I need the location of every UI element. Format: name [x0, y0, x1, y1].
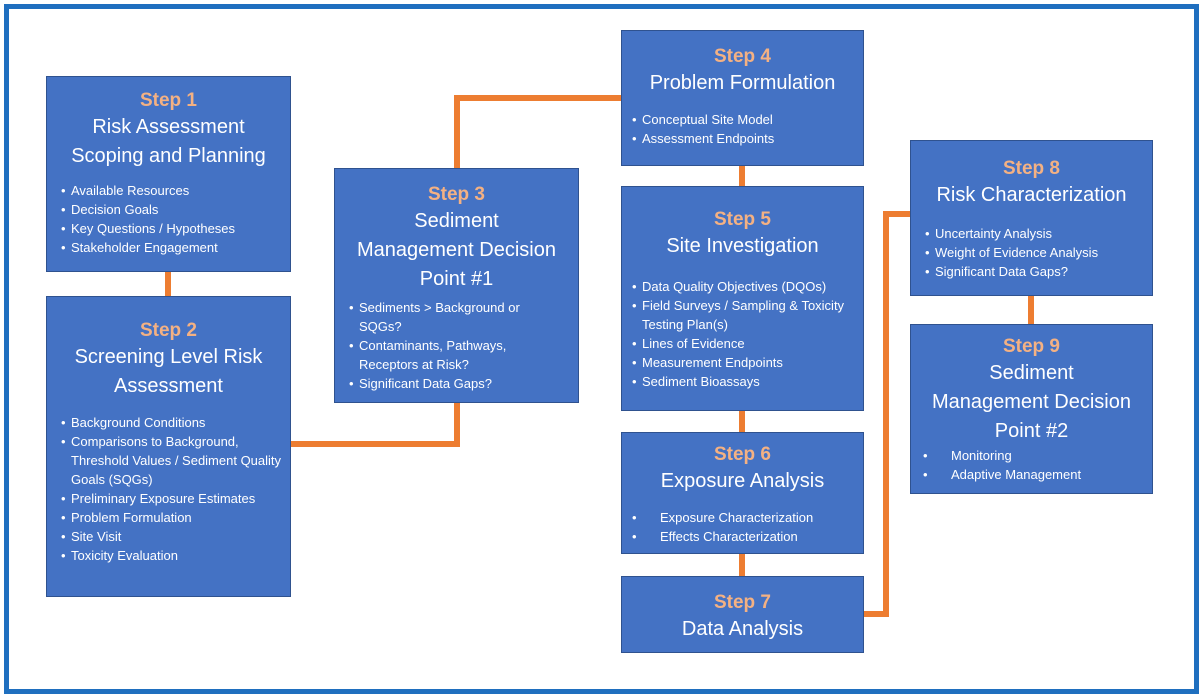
step-3-items: Sediments > Background or SQGs? Contamin… [349, 298, 548, 393]
step-9-box: Step 9 Sediment Management Decision Poin… [910, 324, 1153, 494]
list-item: Monitoring [923, 446, 1152, 465]
step-9-items: Monitoring Adaptive Management [923, 446, 1152, 484]
step-7-title-line-1: Data Analysis [681, 618, 804, 640]
step-5-box: Step 5 Site Investigation Data Quality O… [621, 186, 864, 411]
list-item: Significant Data Gaps? [925, 262, 1152, 281]
list-item: Preliminary Exposure Estimates [61, 489, 282, 508]
step-4-box: Step 4 Problem Formulation Conceptual Si… [621, 30, 864, 166]
step-2-box: Step 2 Screening Level Risk Assessment B… [46, 296, 291, 597]
step-1-title-line-2: Scoping and Planning [71, 145, 266, 167]
step-1-label: Step 1 [139, 90, 198, 111]
step-7-box: Step 7 Data Analysis [621, 576, 864, 653]
step-4-items: Conceptual Site Model Assessment Endpoin… [632, 110, 863, 148]
step-5-label: Step 5 [713, 209, 772, 230]
step-7-label: Step 7 [713, 592, 772, 613]
step-8-label: Step 8 [1002, 158, 1061, 179]
step-3-title-line-1: Sediment [414, 210, 499, 232]
list-item: Measurement Endpoints [632, 353, 855, 372]
step-3-box: Step 3 Sediment Management Decision Poin… [334, 168, 579, 403]
list-item: Uncertainty Analysis [925, 224, 1152, 243]
list-item: Toxicity Evaluation [61, 546, 282, 565]
step-8-box: Step 8 Risk Characterization Uncertainty… [910, 140, 1153, 296]
step-2-title-line-2: Assessment [114, 375, 223, 397]
step-1-items: Available Resources Decision Goals Key Q… [61, 181, 290, 257]
list-item: Stakeholder Engagement [61, 238, 290, 257]
list-item: Lines of Evidence [632, 334, 855, 353]
step-1-box: Step 1 Risk Assessment Scoping and Plann… [46, 76, 291, 272]
list-item: Site Visit [61, 527, 282, 546]
list-item: Assessment Endpoints [632, 129, 863, 148]
list-item: Significant Data Gaps? [349, 374, 548, 393]
step-6-label: Step 6 [713, 444, 772, 465]
step-6-box: Step 6 Exposure Analysis Exposure Charac… [621, 432, 864, 554]
step-2-items: Background Conditions Comparisons to Bac… [61, 413, 282, 565]
step-8-items: Uncertainty Analysis Weight of Evidence … [925, 224, 1152, 281]
step-5-title-line-1: Site Investigation [666, 235, 819, 257]
step-4-title-line-1: Problem Formulation [649, 72, 836, 94]
step-9-title-line-1: Sediment [989, 362, 1074, 384]
list-item: Field Surveys / Sampling & Toxicity Test… [632, 296, 855, 334]
list-item: Exposure Characterization [632, 508, 863, 527]
step-2-label: Step 2 [139, 320, 198, 341]
list-item: Sediment Bioassays [632, 372, 855, 391]
step-3-label: Step 3 [427, 184, 486, 205]
list-item: Background Conditions [61, 413, 282, 432]
step-3-title-line-2: Management Decision [357, 239, 556, 261]
list-item: Adaptive Management [923, 465, 1152, 484]
step-9-title-line-2: Management Decision [932, 391, 1131, 413]
step-9-title-line-3: Point #2 [994, 420, 1069, 442]
list-item: Comparisons to Background, Threshold Val… [61, 432, 282, 489]
step-2-title-line-1: Screening Level Risk [74, 346, 263, 368]
step-4-label: Step 4 [713, 46, 772, 67]
list-item: Problem Formulation [61, 508, 282, 527]
step-3-title-line-3: Point #1 [419, 268, 494, 290]
list-item: Data Quality Objectives (DQOs) [632, 277, 855, 296]
step-8-title-line-1: Risk Characterization [936, 184, 1127, 206]
step-9-label: Step 9 [1002, 336, 1061, 357]
list-item: Decision Goals [61, 200, 290, 219]
step-5-items: Data Quality Objectives (DQOs) Field Sur… [632, 277, 855, 391]
list-item: Available Resources [61, 181, 290, 200]
list-item: Conceptual Site Model [632, 110, 863, 129]
list-item: Weight of Evidence Analysis [925, 243, 1152, 262]
list-item: Sediments > Background or SQGs? [349, 298, 548, 336]
list-item: Contaminants, Pathways, Receptors at Ris… [349, 336, 548, 374]
step-1-title-line-1: Risk Assessment [92, 116, 245, 138]
list-item: Key Questions / Hypotheses [61, 219, 290, 238]
step-6-title-line-1: Exposure Analysis [660, 470, 825, 492]
list-item: Effects Characterization [632, 527, 863, 546]
step-6-items: Exposure Characterization Effects Charac… [632, 508, 863, 546]
